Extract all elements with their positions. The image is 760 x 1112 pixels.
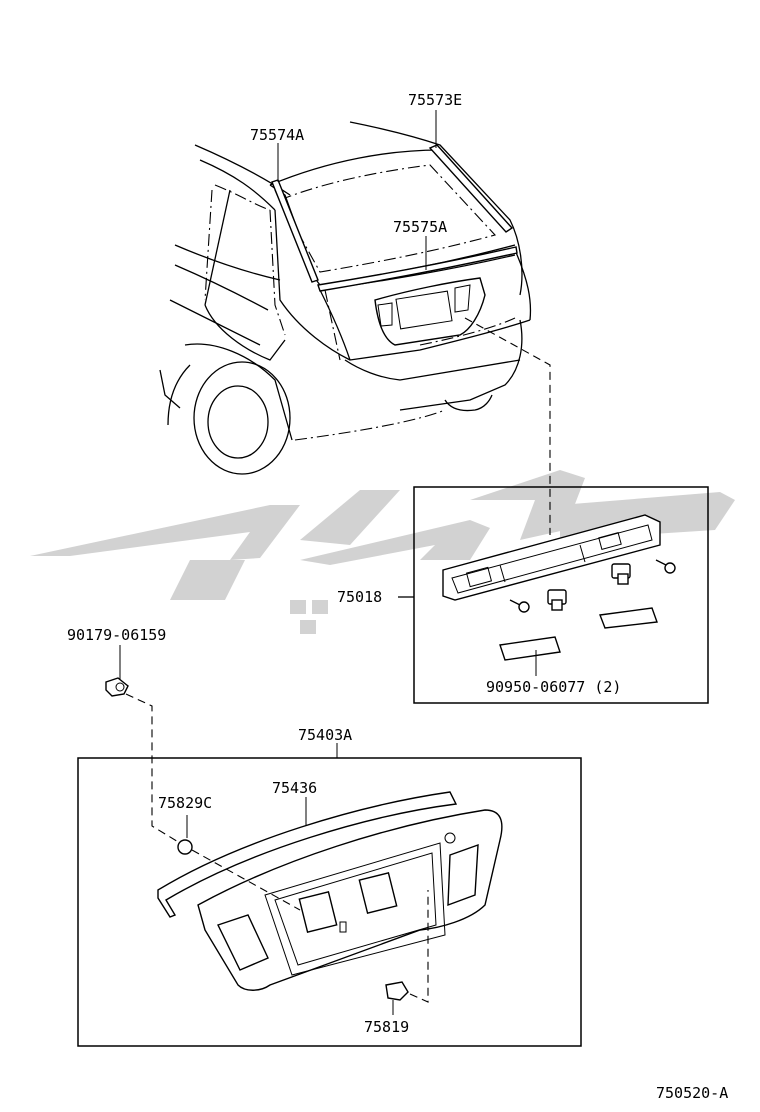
- screw-2: [655, 559, 676, 574]
- pad-right: [599, 607, 658, 629]
- clip-90179: [105, 645, 181, 844]
- parts-box-75403A: [77, 743, 582, 1047]
- label-75018: 75018: [337, 588, 382, 606]
- fastener-bolt-1: [547, 589, 567, 611]
- fastener-bolt-2: [611, 563, 631, 585]
- label-90950: 90950-06077 (2): [486, 678, 621, 696]
- label-75403A: 75403A: [298, 726, 352, 744]
- label-75575A: 75575A: [393, 218, 447, 236]
- clip-75819: [385, 890, 429, 1015]
- label-75829C: 75829C: [158, 794, 212, 812]
- upper-leaders: [277, 110, 551, 598]
- pad-left: [499, 636, 561, 661]
- label-75819: 75819: [364, 1018, 409, 1036]
- figure-code: 750520-A: [656, 1084, 728, 1102]
- screw-1: [509, 599, 530, 613]
- label-75436: 75436: [272, 779, 317, 797]
- parts-box-75018: [413, 486, 709, 704]
- label-90179-06159: 90179-06159: [67, 626, 166, 644]
- vehicle-rear-view: [159, 121, 532, 475]
- label-75573E: 75573E: [408, 91, 462, 109]
- label-75574A: 75574A: [250, 126, 304, 144]
